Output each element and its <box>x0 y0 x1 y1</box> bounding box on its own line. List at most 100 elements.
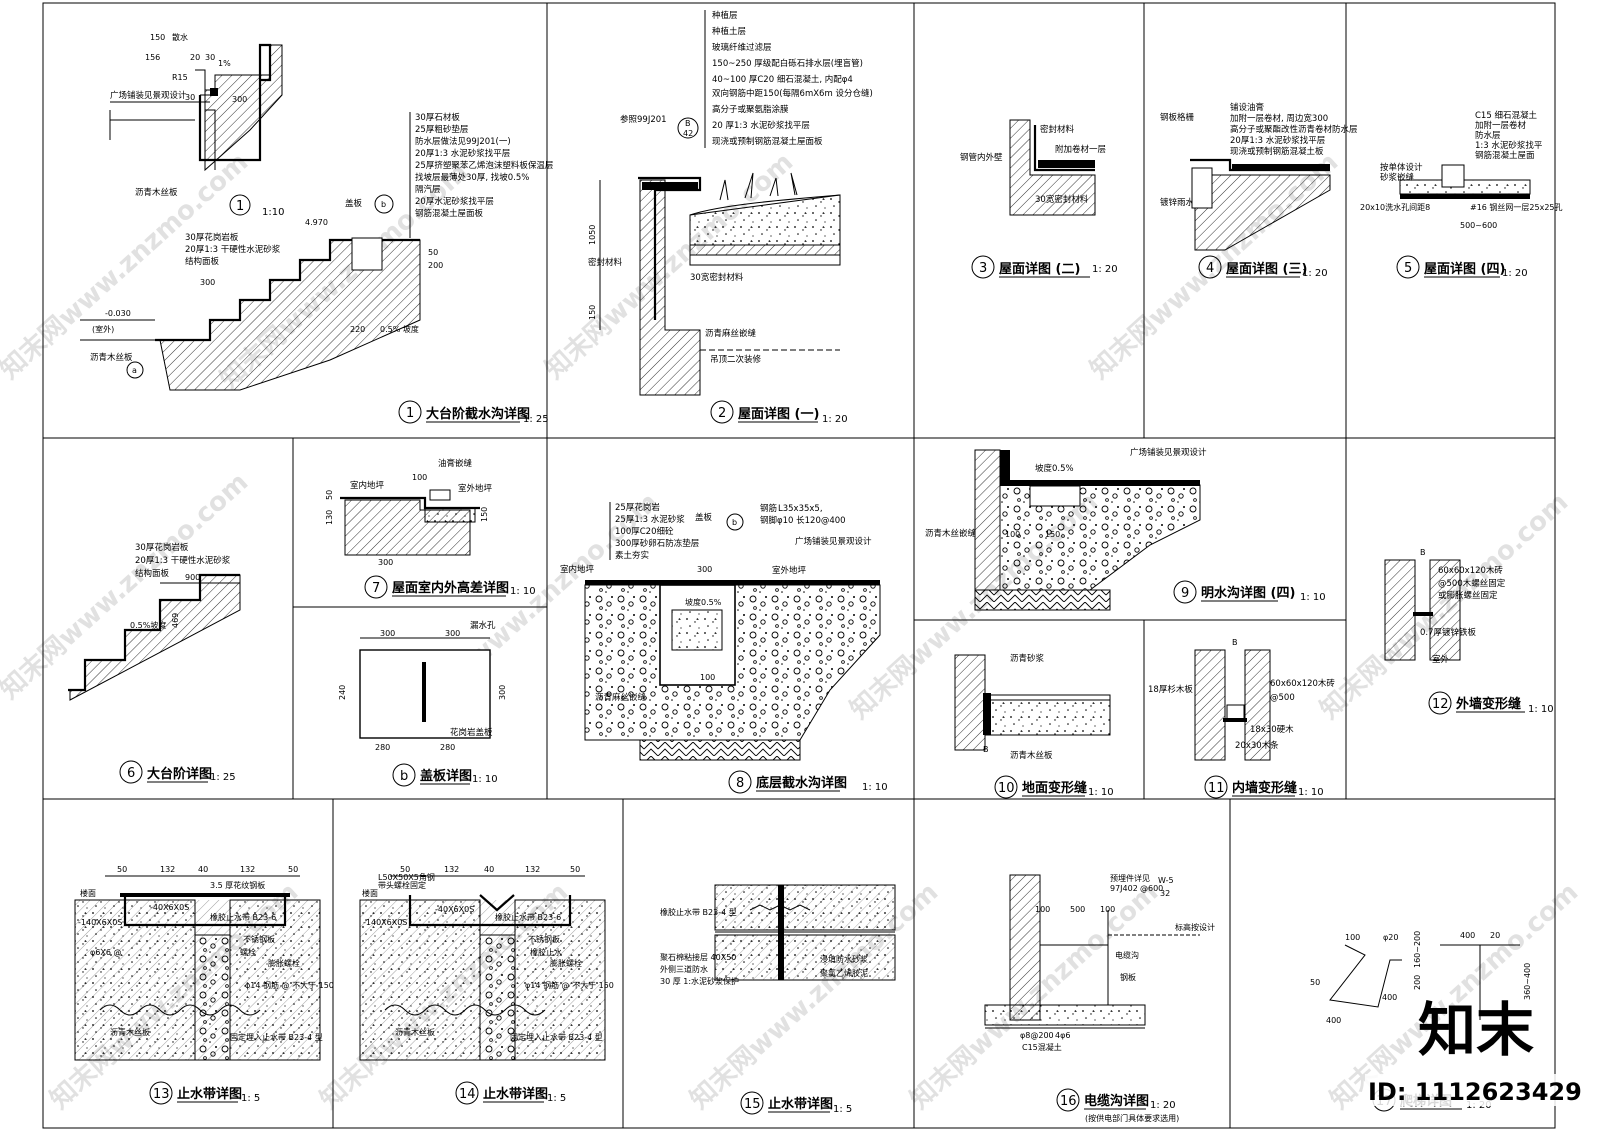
id-label: ID: 1112623429 <box>1368 1078 1582 1106</box>
svg-text:30宽密封材料: 30宽密封材料 <box>1035 194 1089 205</box>
svg-text:1050: 1050 <box>588 225 597 245</box>
svg-text:高分子或聚酯改性沥青卷材防水层: 高分子或聚酯改性沥青卷材防水层 <box>1230 124 1358 135</box>
svg-text:B: B <box>685 119 691 128</box>
svg-text:固定埋入止水带 B23-4 型: 固定埋入止水带 B23-4 型 <box>230 1032 323 1042</box>
panel-16-cable-trench: 100 500 100 预埋件详见 97J402 W-5 32 @600 标高按… <box>984 873 1215 1123</box>
svg-text:室外地坪: 室外地坪 <box>458 483 493 494</box>
panel-10-title: 地面变形缝 <box>1022 780 1087 796</box>
panel-4-roof-detail-3: 铺设油膏 加附一层卷材, 周边宽300 高分子或聚酯改性沥青卷材防水层 20厚1… <box>1160 102 1358 279</box>
svg-text:30厚石材板: 30厚石材板 <box>415 112 460 123</box>
svg-text:50: 50 <box>1310 978 1320 987</box>
svg-text:100: 100 <box>1100 905 1115 914</box>
panel-13-waterstop: 50 132 40 132 50 楼面 -40X6X0S 3.5 厚花纹钢板 -… <box>74 865 334 1105</box>
svg-text:1: 10: 1: 10 <box>1528 704 1554 715</box>
svg-text:20 厚1:3 水泥砂浆找平层: 20 厚1:3 水泥砂浆找平层 <box>712 120 810 131</box>
svg-text:φ14 钢筋 @ 不大于 150: φ14 钢筋 @ 不大于 150 <box>245 980 334 990</box>
panel-14-waterstop: 50 132 40 132 50 楼面 L50X50X5角钢 带头螺栓固定 -4… <box>359 865 614 1105</box>
svg-text:沥青麻丝嵌缝: 沥青麻丝嵌缝 <box>595 692 647 703</box>
panel-9-number-badge <box>1173 580 1197 604</box>
svg-text:20x30木条: 20x30木条 <box>1235 740 1279 751</box>
panel-1-stair-drain: 156 150 散水 20 30 1% R15 30 300 广场铺装见景观设计… <box>80 32 553 425</box>
svg-text:50: 50 <box>288 865 298 874</box>
svg-text:1: 1 <box>406 406 414 421</box>
svg-text:160~200: 160~200 <box>1413 931 1422 968</box>
svg-text:W-5: W-5 <box>1158 876 1174 885</box>
svg-text:b: b <box>732 518 737 527</box>
svg-text:25厚粗砂垫层: 25厚粗砂垫层 <box>415 124 468 135</box>
panel-14-title: 止水带详图 <box>483 1086 548 1102</box>
panel-8-number-badge <box>728 770 752 794</box>
svg-text:400: 400 <box>1326 1016 1341 1025</box>
svg-text:400: 400 <box>1460 931 1475 940</box>
svg-text:-40X6X0S: -40X6X0S <box>150 903 189 912</box>
svg-text:20x10洗水孔间距8: 20x10洗水孔间距8 <box>1360 202 1430 212</box>
svg-text:标高按设计: 标高按设计 <box>1175 922 1215 932</box>
svg-text:300: 300 <box>232 95 247 104</box>
svg-text:B: B <box>1420 548 1426 557</box>
svg-text:固定埋入止水带 B23-4 型: 固定埋入止水带 B23-4 型 <box>510 1032 603 1042</box>
panel-14-number-badge <box>455 1081 479 1105</box>
panel-13-number-badge <box>149 1081 173 1105</box>
svg-text:1:3 水泥砂浆找平: 1:3 水泥砂浆找平 <box>1475 140 1543 151</box>
svg-text:1: 10: 1: 10 <box>510 586 536 597</box>
svg-text:1: 25: 1: 25 <box>523 414 549 425</box>
svg-text:油膏嵌缝: 油膏嵌缝 <box>438 458 473 469</box>
svg-text:300: 300 <box>200 278 215 287</box>
svg-text:预埋件详见: 预埋件详见 <box>1110 873 1150 883</box>
svg-text:广场铺装见景观设计: 广场铺装见景观设计 <box>1130 447 1207 458</box>
svg-text:60x60x120木砖: 60x60x120木砖 <box>1438 565 1503 576</box>
svg-text:20厚1:3 水泥砂浆找平层: 20厚1:3 水泥砂浆找平层 <box>415 148 510 159</box>
svg-text:或膨胀螺丝固定: 或膨胀螺丝固定 <box>1438 590 1498 601</box>
svg-text:50: 50 <box>325 490 334 500</box>
svg-text:42: 42 <box>683 129 693 138</box>
svg-text:盖板: 盖板 <box>695 512 713 523</box>
panel-1-notes: 30厚石材板 25厚粗砂垫层 防水层做法见99J201(一) 20厚1:3 水泥… <box>409 112 553 238</box>
svg-text:150: 150 <box>150 33 165 42</box>
svg-text:4: 4 <box>1206 261 1214 276</box>
svg-text:不锈钢板: 不锈钢板 <box>528 934 560 944</box>
svg-text:L35x35x5,: L35x35x5, <box>778 504 823 514</box>
svg-text:132: 132 <box>444 865 459 874</box>
panel-10-floor-joint: 沥青砂浆 沥青木丝板 B 10 地面变形缝 1: 10 <box>954 653 1114 799</box>
svg-text:2: 2 <box>718 406 726 421</box>
svg-text:5: 5 <box>1404 261 1412 276</box>
svg-text:按单体设计: 按单体设计 <box>1380 162 1423 173</box>
svg-text:20厚1:3 干硬性水泥砂浆: 20厚1:3 干硬性水泥砂浆 <box>135 555 231 566</box>
svg-text:500: 500 <box>1070 905 1085 914</box>
svg-text:300: 300 <box>380 629 395 638</box>
svg-text:300: 300 <box>498 685 507 700</box>
svg-text:50: 50 <box>400 865 410 874</box>
svg-text:100: 100 <box>1345 933 1360 942</box>
svg-text:-40X6X0S: -40X6X0S <box>435 905 474 914</box>
svg-text:沥青木丝板: 沥青木丝板 <box>90 352 133 363</box>
svg-text:沥青砂浆: 沥青砂浆 <box>1010 653 1045 664</box>
svg-text:1: 20: 1: 20 <box>1150 1100 1176 1111</box>
svg-text:(按供电部门具体要求选用): (按供电部门具体要求选用) <box>1085 1113 1179 1123</box>
panel-11-number-badge <box>1204 775 1228 799</box>
svg-text:1: 10: 1: 10 <box>862 782 888 793</box>
svg-text:室内地坪: 室内地坪 <box>560 564 595 575</box>
panel-3-roof-detail-2: 密封材料 附加卷材一层 钢管内外壁 30宽密封材料 3 屋面详图 (二) 1: … <box>960 119 1118 279</box>
panel-11-title: 内墙变形缝 <box>1232 780 1297 796</box>
svg-text:双向钢筋中距150(每隔6mX6m 设分仓缝): 双向钢筋中距150(每隔6mX6m 设分仓缝) <box>712 88 873 99</box>
svg-text:40: 40 <box>484 865 494 874</box>
svg-text:50: 50 <box>428 248 438 257</box>
svg-text:玻璃纤维过滤层: 玻璃纤维过滤层 <box>712 42 772 53</box>
svg-text:沥青木丝嵌缝: 沥青木丝嵌缝 <box>925 528 977 539</box>
svg-text:C15 细石混凝土: C15 细石混凝土 <box>1475 110 1537 121</box>
svg-text:楼面: 楼面 <box>362 888 378 898</box>
svg-text:螺栓: 螺栓 <box>240 947 256 957</box>
panel-2-number-badge <box>710 400 734 424</box>
svg-text:钢筋混凝土屋面板: 钢筋混凝土屋面板 <box>415 208 484 219</box>
svg-text:20厚1:3 水泥砂浆找平层: 20厚1:3 水泥砂浆找平层 <box>1230 135 1325 146</box>
svg-text:30: 30 <box>185 93 195 102</box>
svg-text:0.7厚镀锌铁板: 0.7厚镀锌铁板 <box>1420 627 1477 638</box>
svg-text:1: 10: 1: 10 <box>472 774 498 785</box>
panel-7-roof-level-diff: 室内地坪 油膏嵌缝 室外地坪 100 300 130 50 150 7 屋面室内… <box>325 458 536 599</box>
svg-text:1: 5: 1: 5 <box>241 1093 260 1104</box>
svg-text:钢管内外壁: 钢管内外壁 <box>960 152 1003 163</box>
panel-15-waterstop: 橡胶止水带 B23-4 型 聚石棉粘接层 40X50 外侧三道防水 30 厚 1… <box>660 884 896 1115</box>
svg-text:铺设油膏: 铺设油膏 <box>1230 102 1264 113</box>
svg-text:50: 50 <box>570 865 580 874</box>
panel-12-number-badge <box>1428 691 1452 715</box>
